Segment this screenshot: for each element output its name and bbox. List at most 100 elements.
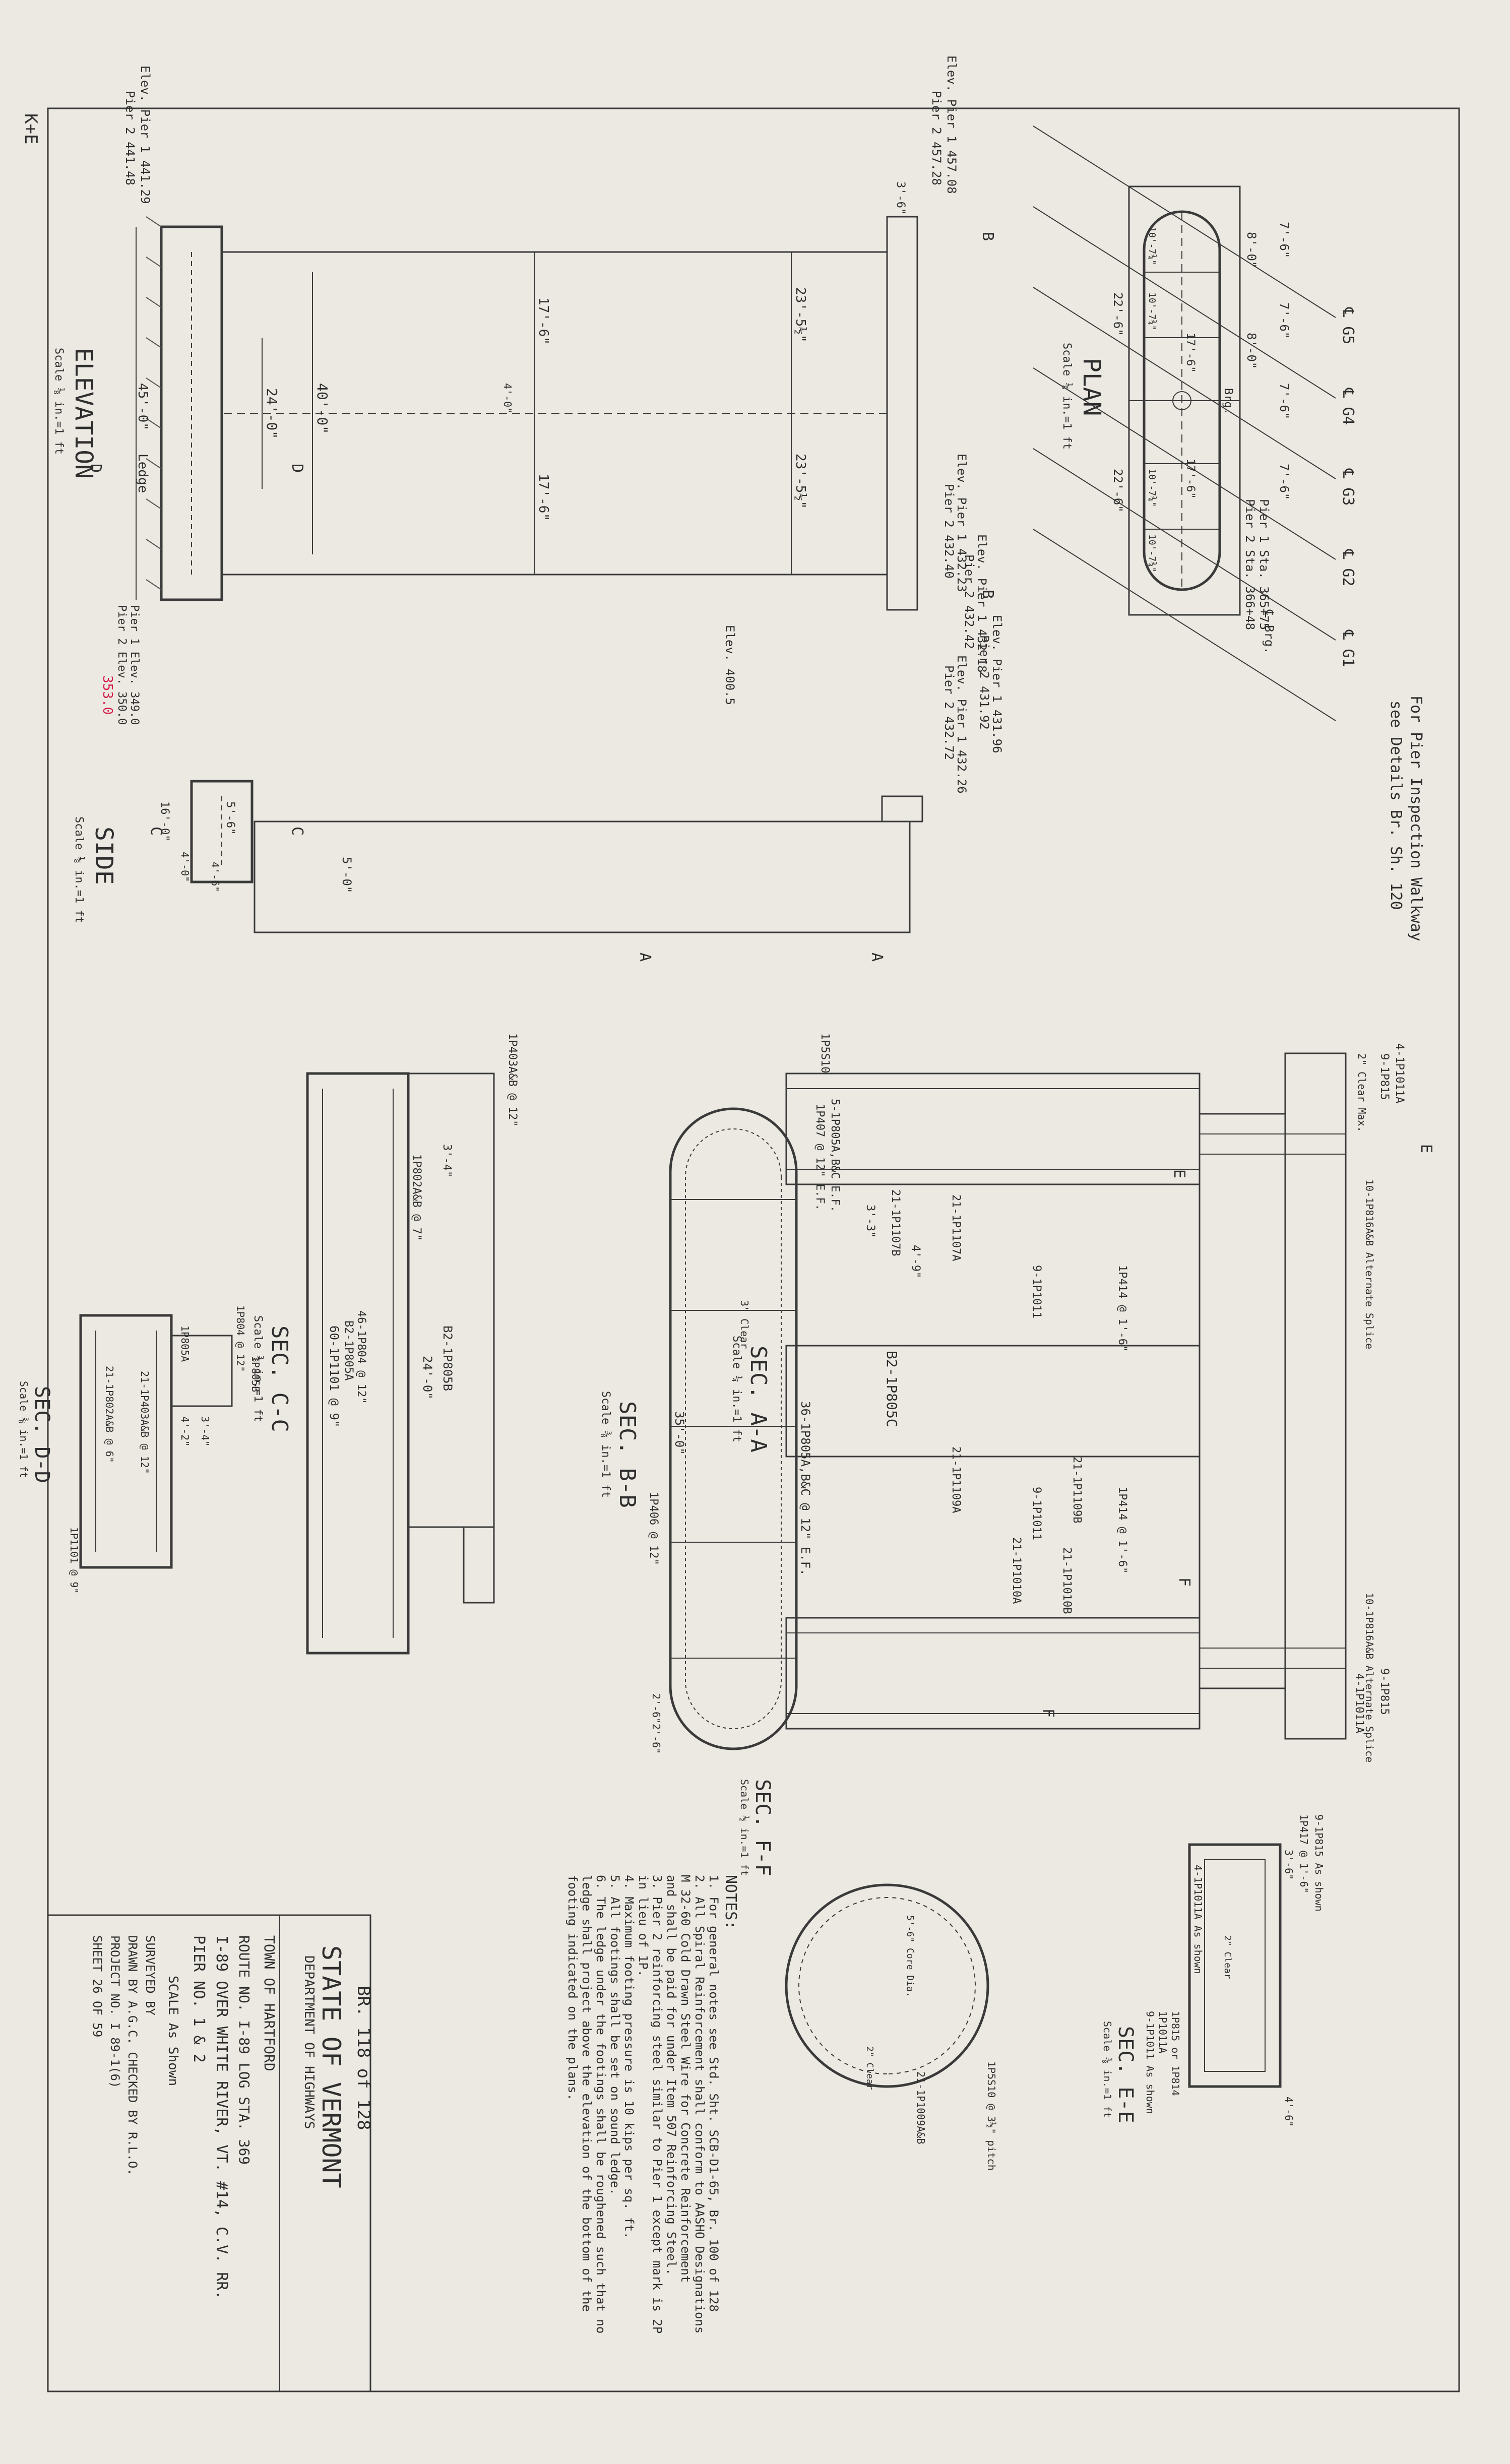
section-mark: E	[1417, 1144, 1435, 1153]
elevation-scale: Scale ⅛ in.=1 ft	[52, 348, 65, 455]
title-sheet-of: BR. 118 of 128	[353, 1986, 373, 2130]
elevation-elev-note: Elev. Pier 1 432.26	[955, 655, 969, 794]
plan-dim: 7'-6"	[1277, 222, 1291, 258]
title-pier: PIER NO. 1 & 2	[190, 1935, 208, 2063]
plan-dim: 7'-6"	[1277, 302, 1291, 339]
bb-bar-label: 36-1P805A,B&C @ 12" E.F.	[798, 1401, 812, 1576]
ee-dim: 2" Clear	[1222, 1935, 1233, 1979]
plan-station-label: ℄ G3	[1339, 468, 1357, 506]
elevation-dim: 4'-0"	[501, 383, 514, 413]
plan-dim: 22'-6"	[1111, 292, 1125, 336]
ee-bar-label: 1P417 @ 1'-6"	[1298, 1814, 1310, 1893]
cc-dim: 24'-0"	[420, 1356, 434, 1400]
aa-bar-label: 1P414 @ 1'-6"	[1116, 1487, 1128, 1573]
section-mark: A	[868, 953, 886, 962]
title-department: DEPARTMENT OF HIGHWAYS	[301, 1955, 317, 2129]
bb-dim: 3" Clear	[738, 1300, 750, 1349]
ee-dim: 4'-6"	[1283, 2097, 1295, 2127]
side-dim: 16'-0"	[158, 801, 171, 841]
note-line: and shall be paid for under Item 507 Rei…	[664, 1875, 678, 2276]
dd-dim: 4'-2"	[179, 1416, 191, 1446]
title-block: BR. 118 of 128 STATE OF VERMONT DEPARTME…	[47, 1914, 373, 2392]
elevation-footing-elev: Pier 2 Elev. 350.0	[115, 605, 128, 725]
elevation-elev-note: Pier 2 432.40	[942, 484, 956, 579]
cc-bar-label: 1P403A&B @ 12"	[506, 1033, 519, 1126]
note-line: ledge shall project above the elevation …	[580, 1875, 594, 2312]
aa-scale: Scale ¼ in.=1 ft	[730, 1336, 743, 1442]
section-mark: C	[288, 827, 306, 836]
side-dim: 5'-0"	[340, 857, 354, 893]
aa-bar-label: 21-1P1107B	[889, 1189, 902, 1256]
dd-bar-label: 1P805A	[179, 1325, 191, 1362]
note-line: 3. Pier 2 reinforcing steel similar to P…	[650, 1875, 664, 2333]
ledge-hatch	[146, 216, 162, 590]
title-drawn: DRAWN BY A.G.C. CHECKED BY R.L.O.	[125, 1935, 140, 2176]
aa-bar-label: 9-1P815	[1378, 1053, 1391, 1100]
title-town: TOWN OF HARTFORD	[261, 1935, 278, 2071]
ee-scale: Scale ⅜ in.=1 ft	[1101, 2021, 1113, 2118]
sheet-border	[47, 107, 1460, 2392]
elevation-dim: 40'-0"	[314, 383, 331, 434]
bb-bar-label: 5-1P805A,B&C E.F.	[829, 1099, 841, 1212]
side-title: SIDE	[90, 827, 118, 885]
title-project-no: PROJECT NO. I 89-1(6)	[108, 1935, 122, 2088]
title-sheet: SHEET 26 OF 59	[90, 1935, 104, 2037]
section-ee: 9-1P815 As shown 1P417 @ 1'-6" 4-1P1011A…	[1101, 1814, 1325, 2127]
aa-title: SEC. A-A	[745, 1346, 771, 1452]
plan-station-label: ℄ G1	[1339, 629, 1357, 667]
aa-bar-label: 10-1P816A&B Alternate Splice	[1363, 1593, 1375, 1762]
dd-bar-label: 21-1P802A&B @ 6"	[103, 1366, 115, 1463]
elevation-dim: 17'-6"	[536, 474, 551, 521]
aa-bar-label: 21-1P1010B	[1060, 1547, 1073, 1614]
cc-bar-label: 46-1P804 @ 12"	[355, 1310, 367, 1404]
bb-dim: 2'-6"	[650, 1693, 662, 1724]
bb-title: SEC. B-B	[614, 1401, 640, 1508]
section-aa: 2" Clear Max. 9-1P815 10-1P816A&B Altern…	[730, 1033, 1435, 1762]
note-line: 2. All Spiral Reinforcement shall confor…	[693, 1875, 707, 2333]
elevation-elev-note: Pier 2 431.92	[977, 635, 991, 730]
note-line: M 32-60 Cold Drawn Steel Wire for Concre…	[678, 1875, 693, 2283]
note-line: 6. The ledge under the footings shall be…	[594, 1875, 608, 2333]
section-dd: 1P805B 1P804 @ 12" 1P805A 21-1P403A&B @ …	[18, 1305, 262, 1594]
aa-bar-label: 9-1P1011	[1030, 1487, 1043, 1540]
ee-dim: 3'-6"	[1283, 1850, 1295, 1880]
dd-bar-label: 1P1101 @ 9"	[68, 1527, 80, 1594]
elevation-dim: 24'-0"	[264, 388, 280, 439]
plan-dim: 8'-0"	[1244, 232, 1259, 268]
plan-title: PLAN	[1078, 358, 1106, 416]
section-mark: C	[147, 827, 165, 836]
plan-dim: 17'-6"	[1184, 459, 1197, 498]
aa-bar-label: 4-1P1011A	[1353, 1673, 1365, 1733]
ff-dim: 2" Clear	[864, 2046, 875, 2090]
ee-bar-label: 9-1P1011 As shown	[1144, 2011, 1156, 2114]
side-dim: 4'-6"	[209, 862, 221, 892]
elevation-elev-note: Elev. Pier 1 441.29	[138, 66, 152, 204]
section-mark: B	[979, 232, 996, 241]
cc-bar-label: 60-1P1101 @ 9"	[327, 1325, 341, 1427]
section-mark: E	[1170, 1169, 1188, 1178]
elevation-elev-note: Elev. Pier 1 432.23	[955, 454, 969, 592]
cc-bar-label: 1P802A&B @ 7"	[410, 1154, 423, 1241]
ee-bar-label: 9-1P815 As shown	[1313, 1814, 1325, 1912]
section-mark: F	[1039, 1709, 1057, 1718]
plan-dim: 10'-7¾"	[1147, 292, 1157, 331]
aa-bar-label: 21-1P1107A	[950, 1194, 962, 1261]
note-line: footing indicated on the plans.	[565, 1875, 580, 2101]
plan-brg-label: ℄ Brg.	[1262, 609, 1276, 654]
aa-bar-label: 9-1P1011	[1030, 1265, 1043, 1318]
ff-bar-label: 21-1P1009A&B	[915, 2071, 927, 2144]
ff-scale: Scale ½ in.=1 ft	[738, 1779, 750, 1876]
elevation-footing-elev-red: 353.0	[100, 675, 115, 715]
elevation-footing-elev: Pier 1 Elev. 349.0	[128, 605, 141, 725]
title-surveyed: SURVEYED BY	[143, 1935, 157, 2015]
section-mark: B	[979, 590, 996, 599]
section-ff: 1P5S10 @ 3½" pitch 21-1P1009A&B 5'-6" Co…	[738, 1779, 997, 2171]
bb-dim: 35'-0"	[672, 1411, 686, 1455]
section-mark: D	[87, 464, 104, 473]
title-state: STATE OF VERMONT	[317, 1945, 346, 2188]
side-dim: 4'-0"	[179, 852, 191, 882]
note-line: in lieu of 1P.	[636, 1875, 650, 1977]
bb-bar-label: 1P406 @ 12"	[647, 1492, 660, 1565]
note-line: 1. For general notes see Std. Sht. SCB-D…	[707, 1875, 721, 2312]
